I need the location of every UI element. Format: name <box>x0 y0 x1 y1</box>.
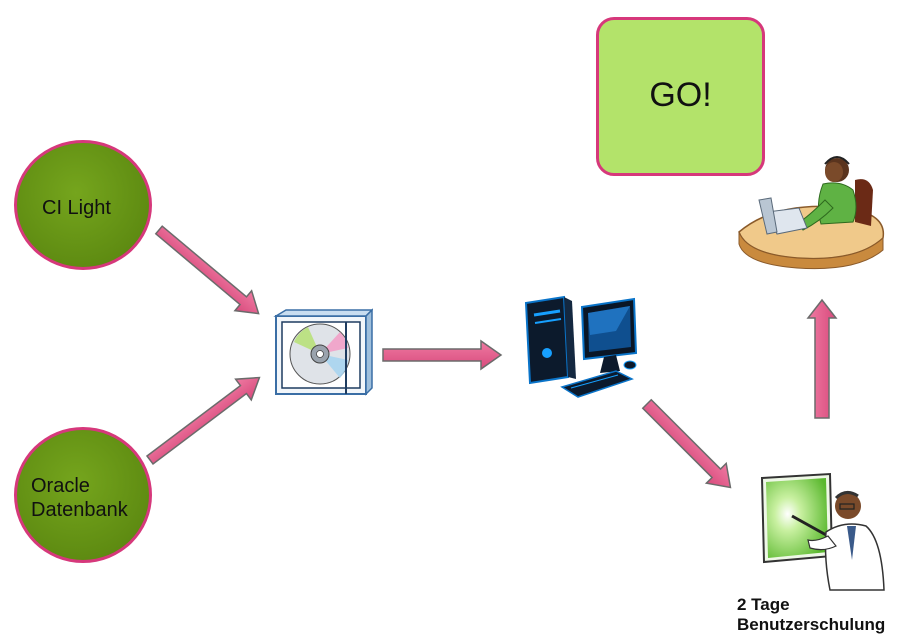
presenter-icon <box>760 472 885 591</box>
arrow-oracle-to-cd <box>145 376 261 466</box>
schulung-caption: 2 Tage Benutzerschulung <box>737 595 886 634</box>
desktop-computer-icon <box>524 295 638 398</box>
ci-light-node: CI Light <box>14 140 152 270</box>
oracle-datenbank-node: Oracle Datenbank <box>14 427 152 563</box>
arrow-computer-to-training <box>641 398 732 489</box>
arrow-cd-to-computer <box>382 339 503 371</box>
arrow-training-to-go <box>806 298 838 419</box>
go-node: GO! <box>596 17 765 176</box>
ci-light-label: CI Light <box>42 197 111 219</box>
arrow-ci-to-cd <box>154 225 260 315</box>
cd-case-icon <box>273 308 373 396</box>
call-center-agent-icon <box>738 156 885 270</box>
go-label: GO! <box>649 76 712 114</box>
oracle-datenbank-label: Oracle Datenbank <box>31 475 128 521</box>
